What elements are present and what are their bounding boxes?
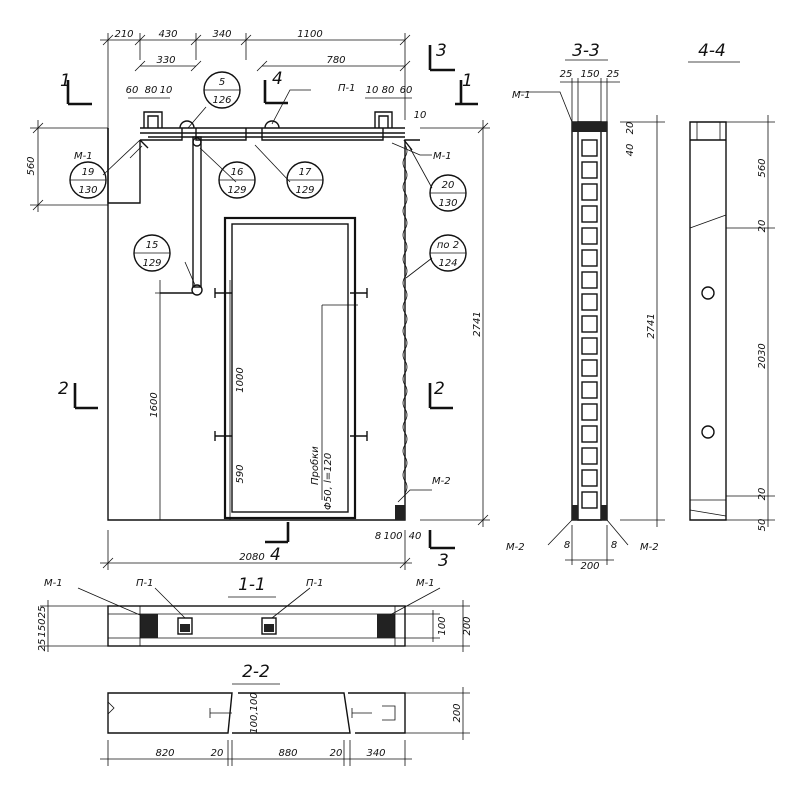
dim-33-2741: 2741 (646, 313, 657, 338)
dim-44-560: 560 (757, 158, 768, 177)
callout-po2-bottom: 124 (438, 258, 457, 269)
label-p1-11-right: П-1 (306, 578, 324, 589)
dim-44-2030: 2030 (757, 343, 768, 368)
section-mark-1-left: 1 (60, 71, 71, 91)
label-m2-main: М-2 (432, 476, 451, 487)
callout-19-bottom: 130 (78, 185, 97, 196)
dim-590: 590 (235, 464, 246, 483)
section-mark-3-top: 3 (436, 41, 447, 61)
section-mark-3-bottom: 3 (438, 551, 449, 571)
label-m1-left: М-1 (74, 151, 93, 162)
dim-33-20: 20 (625, 122, 636, 135)
dim-44-20b: 20 (757, 488, 768, 501)
dim-22-100-100: 100,100 (249, 692, 260, 733)
dim-33-200: 200 (580, 561, 599, 572)
callout-19-top: 19 (82, 167, 95, 178)
label-m1-right: М-1 (433, 151, 452, 162)
section-1-1: 1-1 М-1 П-1 П-1 М-1 25 150 25 100 200 (37, 575, 473, 652)
label-probki: Пробки (309, 446, 321, 485)
callout-15-top: 15 (146, 240, 159, 251)
callout-17-top: 17 (299, 167, 312, 178)
label-m2-33-right: М-2 (640, 542, 659, 553)
section-3-3-title: 3-3 (572, 41, 600, 61)
rebar-blocks (581, 139, 598, 509)
dim-8-main: 8 (375, 531, 381, 542)
label-m1-33: М-1 (512, 90, 531, 101)
label-p1-11-left: П-1 (136, 578, 154, 589)
dim-22-20b: 20 (330, 748, 343, 759)
label-m2-33-left: М-2 (506, 542, 525, 553)
dim-22-880: 880 (278, 748, 297, 759)
section-4-4: 4-4 560 20 2030 20 50 (688, 41, 775, 531)
callout-po2-top: по 2 (437, 240, 459, 251)
callout-5-bottom: 126 (212, 95, 231, 106)
dim-11-25b: 25 (37, 639, 48, 652)
callout-20-bottom: 130 (438, 198, 457, 209)
section-mark-4-top: 4 (272, 69, 283, 89)
dim-330: 330 (156, 55, 175, 66)
label-m1-11-left: М-1 (44, 578, 63, 589)
callouts: 5 126 16 129 17 129 19 130 20 130 15 129… (69, 71, 467, 272)
dim-22-340: 340 (366, 748, 385, 759)
dim-80-left: 80 (145, 85, 158, 96)
dim-2080: 2080 (239, 552, 264, 563)
callout-5-top: 5 (219, 77, 225, 88)
dim-430: 430 (158, 29, 177, 40)
dim-780: 780 (326, 55, 345, 66)
dim-210: 210 (114, 29, 133, 40)
dim-22-820: 820 (155, 748, 174, 759)
dim-33-25b: 25 (607, 69, 620, 80)
callout-20-top: 20 (442, 180, 455, 191)
section-1-1-title: 1-1 (238, 575, 266, 595)
section-mark-1-right: 1 (462, 71, 473, 91)
dim-1000: 1000 (235, 367, 246, 392)
dim-33-25a: 25 (560, 69, 573, 80)
callout-17-bottom: 129 (295, 185, 314, 196)
section-2-2-title: 2-2 (242, 662, 270, 682)
dim-10-right: 10 (366, 85, 379, 96)
dim-33-8b: 8 (611, 540, 617, 551)
callout-16-bottom: 129 (227, 185, 246, 196)
section-mark-2-right: 2 (434, 379, 445, 399)
dim-60-left: 60 (126, 85, 139, 96)
callout-15-bottom: 129 (142, 258, 161, 269)
section-3-3: 3-3 (506, 41, 665, 572)
callout-16-top: 16 (231, 167, 244, 178)
dim-11-100: 100 (437, 616, 448, 635)
dim-60-right: 60 (400, 85, 413, 96)
dim-2741-main: 2741 (472, 311, 483, 336)
dim-44-50: 50 (757, 519, 768, 532)
dim-80-right: 80 (382, 85, 395, 96)
dim-10-top: 10 (414, 110, 427, 121)
dim-44-20a: 20 (757, 220, 768, 233)
dim-22-20a: 20 (211, 748, 224, 759)
dim-11-200: 200 (462, 616, 473, 635)
dim-40-main: 40 (409, 531, 422, 542)
dim-1100: 1100 (297, 29, 322, 40)
dim-33-150: 150 (580, 69, 599, 80)
section-mark-2-left: 2 (58, 379, 69, 399)
dim-560: 560 (26, 156, 37, 175)
dim-11-150: 150 (37, 618, 48, 637)
section-mark-4-bottom: 4 (270, 545, 281, 565)
dim-11-25a: 25 (37, 606, 48, 619)
section-4-4-title: 4-4 (698, 41, 726, 61)
label-p1-main: П-1 (338, 83, 356, 94)
section-2-2: 2-2 820 20 880 20 340 100,100 200 (100, 662, 470, 766)
dim-10-left: 10 (160, 85, 173, 96)
dim-22-200: 200 (452, 703, 463, 722)
dim-33-40: 40 (625, 144, 636, 157)
dim-100-main: 100 (383, 531, 402, 542)
main-elevation (30, 33, 490, 570)
dim-1600: 1600 (149, 392, 160, 417)
dim-340: 340 (212, 29, 231, 40)
label-probki-dim: Φ50, l=120 (323, 453, 334, 510)
main-labels: 210 430 340 1100 330 780 60 80 10 10 80 … (26, 29, 483, 571)
label-m1-11-right: М-1 (416, 578, 435, 589)
dim-33-8a: 8 (564, 540, 570, 551)
